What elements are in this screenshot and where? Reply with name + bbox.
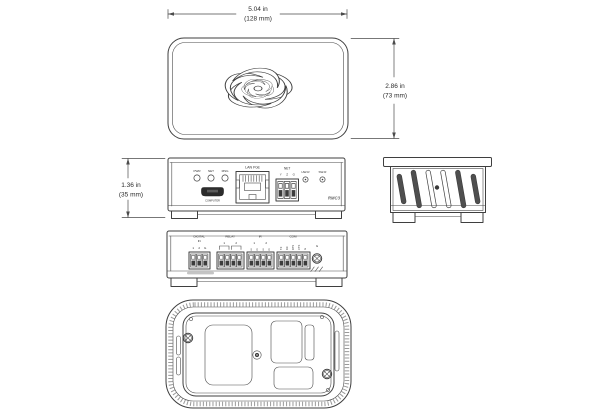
ir-section: IR 1 2 S G S G (246, 235, 275, 270)
side-right-foot (460, 212, 484, 223)
width-metric-label: (128 mm) (244, 16, 272, 23)
com-pin-g: G (303, 248, 307, 250)
digital-pin-g: G (204, 246, 207, 250)
msg-led (221, 174, 229, 182)
com-label: COM (290, 235, 298, 239)
depth-inches-label: 1.36 in (121, 182, 141, 189)
ground-screw (311, 253, 323, 264)
net-pin-y: Y (280, 173, 282, 177)
led-pwr-label: PWR (194, 169, 202, 173)
relay-port-1: 1 (223, 241, 225, 245)
digital-in-section: DIGITAL IN 1 2 G (187, 235, 214, 275)
right-recess-narrow (304, 324, 315, 361)
bottom-plate (182, 312, 335, 397)
digital-pin-2: 2 (198, 246, 200, 250)
vent-slots (396, 169, 481, 209)
lan-port-label: LAN PoE (245, 166, 260, 170)
arrow-left (168, 12, 174, 16)
led-msg-label: MSG (222, 169, 230, 173)
side-left-foot (392, 212, 416, 223)
left-slot-bottom (176, 356, 181, 376)
ir-pin-g1: G (256, 248, 258, 252)
corner-hole-tr (320, 315, 324, 319)
ir-pin-s1: S (250, 248, 252, 252)
right-slot (334, 330, 340, 372)
usb-slot (207, 189, 218, 193)
arrow-down (126, 211, 130, 218)
led-net-label: NET (208, 169, 214, 173)
fine-print (187, 271, 214, 275)
arrow-down (392, 132, 396, 139)
dimension-width: 5.04 in (128 mm) (167, 6, 348, 23)
com-terminal-block (276, 251, 311, 270)
com-pin-rx: RX (285, 246, 289, 250)
lower-recess (273, 366, 314, 390)
net-terminal-block (275, 178, 299, 202)
digital-in-label-2: IN (198, 239, 201, 243)
relay-terminal-block (216, 251, 245, 270)
swirl-logo (213, 63, 296, 115)
ir-port-1: 1 (253, 241, 255, 245)
height-metric-label: (73 mm) (383, 93, 407, 100)
hw-reset-label: HW-R (301, 170, 310, 174)
height-inches-label: 2.86 in (385, 83, 405, 90)
ir-terminal-block (246, 251, 275, 270)
front-view: PWR NET MSG COMPUTER LAN PoE NET Y Z G (167, 157, 346, 219)
arrow-right (341, 12, 347, 16)
ir-pin-g2: G (268, 248, 270, 252)
com-pin-rts: RTS (291, 245, 295, 250)
right-recess-large (270, 320, 303, 364)
rj45-pins (242, 175, 263, 182)
knurled-rim (168, 302, 350, 407)
relay-label: RELAY (225, 235, 235, 239)
ground-section: G (310, 244, 323, 272)
com-section: COM TX RX RTS CTS G (276, 235, 311, 270)
com-pin-cts: CTS (297, 245, 301, 250)
digital-pin-1: 1 (192, 246, 194, 250)
dimension-depth: 1.36 in (35 mm) (119, 158, 166, 218)
net-led (207, 174, 215, 182)
left-slot-top (176, 335, 181, 356)
corner-hole-tl (189, 317, 193, 321)
ir-port-2: 2 (265, 241, 267, 245)
bottom-screw-right (321, 368, 333, 380)
side-view (383, 157, 492, 223)
lan-port (235, 171, 270, 204)
front-left-foot (171, 210, 198, 219)
side-hole (434, 185, 440, 190)
model-badge: RMC3 (328, 196, 341, 201)
relay-section: RELAY 1 2 (216, 235, 245, 270)
net-pin-z: Z (286, 173, 288, 177)
net-port-label: NET (284, 167, 290, 171)
bottom-screw-left (182, 332, 194, 344)
net-pin-g: G (293, 173, 296, 177)
width-inches-label: 5.04 in (248, 6, 268, 13)
usb-port-label: COMPUTER (205, 199, 220, 203)
front-right-foot (315, 210, 342, 219)
rear-right-foot (315, 277, 343, 287)
center-hole (252, 350, 262, 360)
sw-reset-label: SW-R (319, 170, 328, 174)
dimension-height: 2.86 in (73 mm) (350, 38, 407, 139)
ir-label: IR (259, 235, 263, 239)
relay-port-2: 2 (235, 241, 237, 245)
ground-symbol-icon (310, 266, 323, 272)
arrow-up (126, 158, 130, 165)
rear-view: DIGITAL IN 1 2 G RELAY 1 2 IR (166, 230, 348, 287)
corner-hole-br (326, 388, 330, 392)
ir-pin-s2: S (262, 248, 264, 252)
left-recess (204, 324, 253, 386)
pwr-led (193, 174, 201, 182)
rear-left-foot (170, 277, 198, 287)
bottom-view (165, 299, 352, 409)
depth-metric-label: (35 mm) (119, 192, 143, 199)
digital-in-terminal-block (188, 251, 211, 270)
top-view (167, 37, 349, 140)
digital-in-label-1: DIGITAL (193, 235, 205, 239)
arrow-up (392, 38, 396, 45)
ground-label: G (316, 244, 319, 248)
com-pin-tx: TX (279, 246, 283, 250)
